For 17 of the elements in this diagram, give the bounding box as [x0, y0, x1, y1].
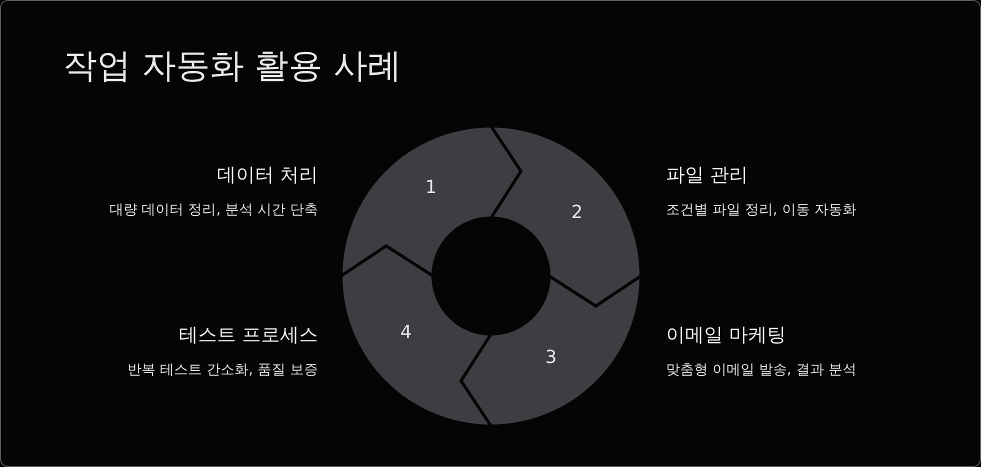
item-description: 맞춤형 이메일 발송, 결과 분석: [666, 363, 856, 377]
item-heading: 테스트 프로세스: [178, 326, 318, 345]
ring-segment: [460, 276, 641, 426]
ring-segment: [491, 126, 641, 306]
item-heading: 데이터 처리: [216, 166, 318, 185]
item-heading: 파일 관리: [666, 166, 748, 185]
item-description: 대량 데이터 정리, 분석 시간 단축: [109, 203, 318, 217]
step-number: 1: [425, 179, 437, 197]
ring-segment: [341, 246, 491, 426]
ring-segment: [341, 126, 522, 276]
step-number: 3: [545, 349, 557, 367]
step-number: 4: [400, 324, 412, 342]
item-description: 조건별 파일 정리, 이동 자동화: [666, 203, 856, 217]
title: 작업 자동화 활용 사례: [63, 49, 402, 83]
item-description: 반복 테스트 간소화, 품질 보증: [128, 363, 318, 377]
item-heading: 이메일 마케팅: [666, 326, 786, 345]
step-number: 2: [571, 204, 583, 222]
